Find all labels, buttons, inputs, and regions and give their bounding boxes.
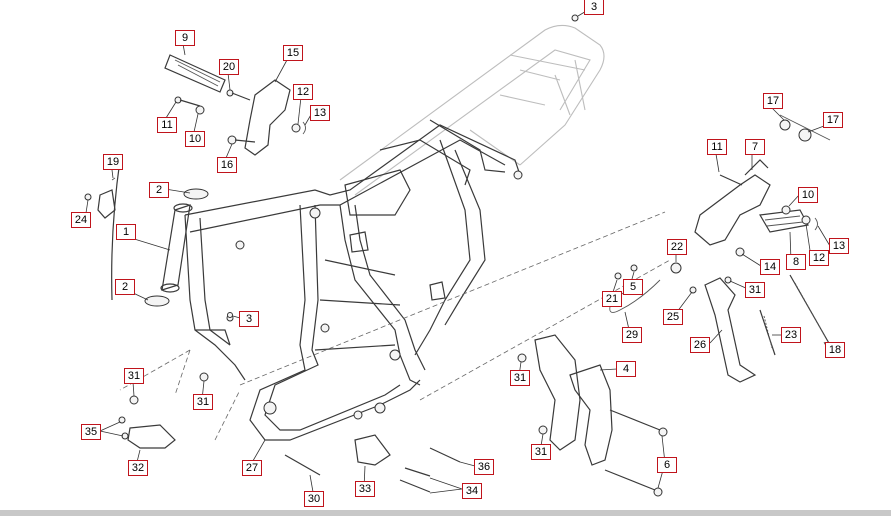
callout-30: 30	[304, 491, 324, 507]
callout-31: 31	[124, 368, 144, 384]
callout-31: 31	[193, 394, 213, 410]
rear-subframe	[339, 24, 605, 196]
callout-17: 17	[763, 93, 783, 109]
callout-5: 5	[623, 279, 643, 295]
top-bolt	[571, 14, 579, 22]
callout-31: 31	[531, 444, 551, 460]
callout-13: 13	[829, 238, 849, 254]
callout-31: 31	[745, 282, 765, 298]
callout-24: 24	[71, 212, 91, 228]
callout-34: 34	[462, 483, 482, 499]
callout-27: 27	[242, 460, 262, 476]
callout-11: 11	[707, 139, 727, 155]
callout-10: 10	[798, 187, 818, 203]
callout-17: 17	[823, 112, 843, 128]
callout-21: 21	[602, 291, 622, 307]
callout-18: 18	[825, 342, 845, 358]
footrest-bracket-assembly	[694, 114, 831, 257]
callout-15: 15	[283, 45, 303, 61]
callout-11: 11	[157, 117, 177, 133]
callout-13: 13	[310, 105, 330, 121]
callout-12: 12	[293, 84, 313, 100]
steering-head	[111, 159, 209, 307]
callout-14: 14	[760, 259, 780, 275]
bottom-scroll-edge	[0, 510, 891, 516]
callout-10: 10	[185, 131, 205, 147]
callout-7: 7	[745, 139, 765, 155]
callout-33: 33	[355, 481, 375, 497]
callout-9: 9	[175, 30, 195, 46]
engine-mount-plates	[517, 334, 668, 497]
callout-22: 22	[667, 239, 687, 255]
callout-4: 4	[616, 361, 636, 377]
side-stand-assembly	[609, 262, 831, 383]
callout-36: 36	[474, 459, 494, 475]
callout-16: 16	[217, 157, 237, 173]
callout-12: 12	[809, 250, 829, 266]
main-frame	[184, 119, 523, 441]
callout-2: 2	[149, 182, 169, 198]
callout-8: 8	[786, 254, 806, 270]
callout-25: 25	[663, 309, 683, 325]
callout-23: 23	[781, 327, 801, 343]
lower-brackets	[118, 314, 461, 493]
callout-35: 35	[81, 424, 101, 440]
callout-29: 29	[622, 327, 642, 343]
callout-31: 31	[510, 370, 530, 386]
callout-3: 3	[239, 311, 259, 327]
callout-3: 3	[584, 0, 604, 15]
callout-1: 1	[116, 224, 136, 240]
callout-20: 20	[219, 59, 239, 75]
callout-26: 26	[690, 337, 710, 353]
callout-6: 6	[657, 457, 677, 473]
callout-19: 19	[103, 154, 123, 170]
side-bolt	[227, 312, 233, 318]
callout-32: 32	[128, 460, 148, 476]
callout-2: 2	[115, 279, 135, 295]
